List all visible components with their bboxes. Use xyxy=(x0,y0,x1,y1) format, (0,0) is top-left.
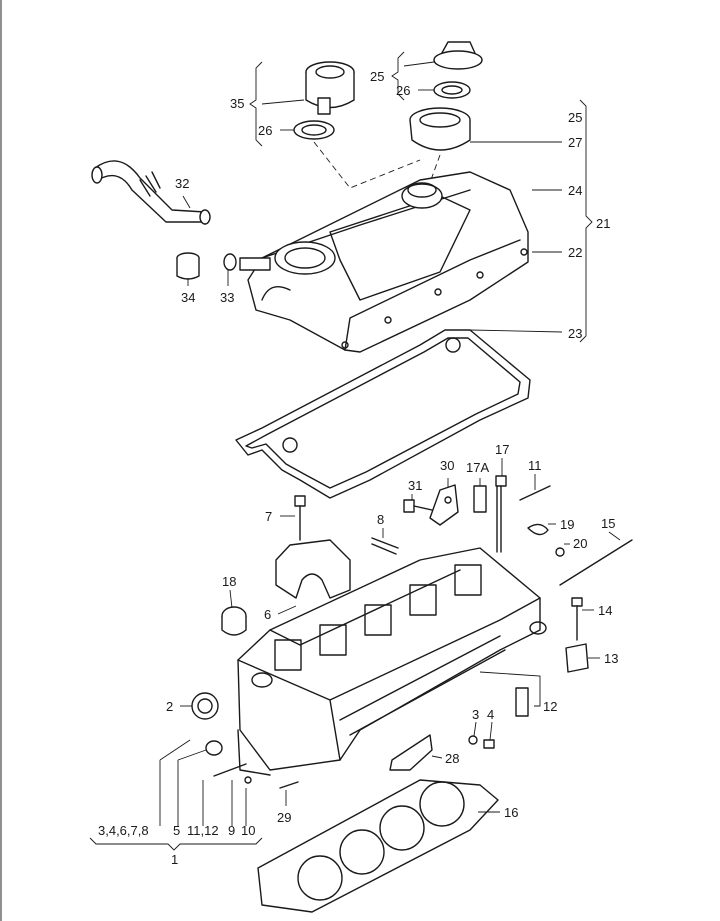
callout-25-right: 25 xyxy=(568,110,582,125)
cylinder-head xyxy=(237,547,547,776)
callout-3: 3 xyxy=(472,707,479,722)
cylinder-head-cover xyxy=(247,171,529,353)
callout-17a: 17A xyxy=(466,460,489,475)
bottom-label-10: 10 xyxy=(241,823,255,838)
callout-11-top: 11 xyxy=(528,458,542,473)
callout-16: 16 xyxy=(504,805,518,820)
long-bolt xyxy=(473,475,507,553)
callout-2: 2 xyxy=(166,699,173,714)
callout-7: 7 xyxy=(265,509,272,524)
oil-filler-neck xyxy=(293,61,355,140)
callout-17: 17 xyxy=(495,442,509,457)
callout-18: 18 xyxy=(222,574,236,589)
bolt-7 xyxy=(294,495,306,541)
leader-lines xyxy=(89,51,621,851)
bearing-cap xyxy=(275,539,351,599)
oil-seal xyxy=(191,692,219,720)
bolt-29 xyxy=(279,781,299,789)
callout-6: 6 xyxy=(264,607,271,622)
callout-1: 1 xyxy=(171,852,178,867)
stud-9 xyxy=(213,763,247,777)
callout-34: 34 xyxy=(181,290,195,305)
washer-3 xyxy=(468,735,478,745)
head-gasket xyxy=(257,779,499,913)
filler-seal xyxy=(409,107,471,151)
callout-25-cap: 25 xyxy=(370,69,384,84)
dowel-10 xyxy=(244,776,252,784)
callout-26-upper-left: 26 xyxy=(258,123,272,138)
callout-22: 22 xyxy=(568,245,582,260)
callout-4: 4 xyxy=(487,707,494,722)
bottom-label-11-12: 11,12 xyxy=(187,823,219,838)
mounting-block xyxy=(565,597,589,673)
bushing xyxy=(221,606,247,636)
callout-21: 21 xyxy=(596,216,610,231)
callout-24: 24 xyxy=(568,183,582,198)
cover-gasket xyxy=(235,329,531,499)
clip-19 xyxy=(527,523,549,536)
callout-13: 13 xyxy=(604,651,618,666)
stud-8 xyxy=(371,537,399,555)
callout-23: 23 xyxy=(568,326,582,341)
assembly-line-cap xyxy=(427,154,441,189)
bottom-label-group: 3,4,6,7,8 xyxy=(98,823,149,838)
callout-8: 8 xyxy=(377,512,384,527)
plug-12 xyxy=(515,687,529,717)
callout-31: 31 xyxy=(408,478,422,493)
dowel-pin xyxy=(519,485,551,501)
callout-15: 15 xyxy=(601,516,615,531)
callout-19: 19 xyxy=(560,517,574,532)
bracket-28 xyxy=(389,734,433,771)
callout-26-cap: 26 xyxy=(396,83,410,98)
bottom-label-9: 9 xyxy=(228,823,235,838)
rod xyxy=(559,539,633,586)
callout-27: 27 xyxy=(568,135,582,150)
callout-35: 35 xyxy=(230,96,244,111)
bracket xyxy=(403,484,459,526)
callout-20: 20 xyxy=(573,536,587,551)
callout-labels: 35 26 25 26 25 27 24 21 22 23 32 34 33 3… xyxy=(98,69,618,867)
callout-29: 29 xyxy=(277,810,291,825)
breather-hose xyxy=(91,160,211,225)
callout-33: 33 xyxy=(220,290,234,305)
assembly-line-neck xyxy=(313,141,421,189)
callout-32: 32 xyxy=(175,176,189,191)
callout-28: 28 xyxy=(445,751,459,766)
callout-30: 30 xyxy=(440,458,454,473)
clip-20 xyxy=(555,547,565,557)
callout-14: 14 xyxy=(598,603,612,618)
bolt-4 xyxy=(483,739,495,749)
seal-ring xyxy=(205,740,223,756)
oil-filler-cap xyxy=(433,41,483,99)
bottom-label-5: 5 xyxy=(173,823,180,838)
callout-12: 12 xyxy=(543,699,557,714)
